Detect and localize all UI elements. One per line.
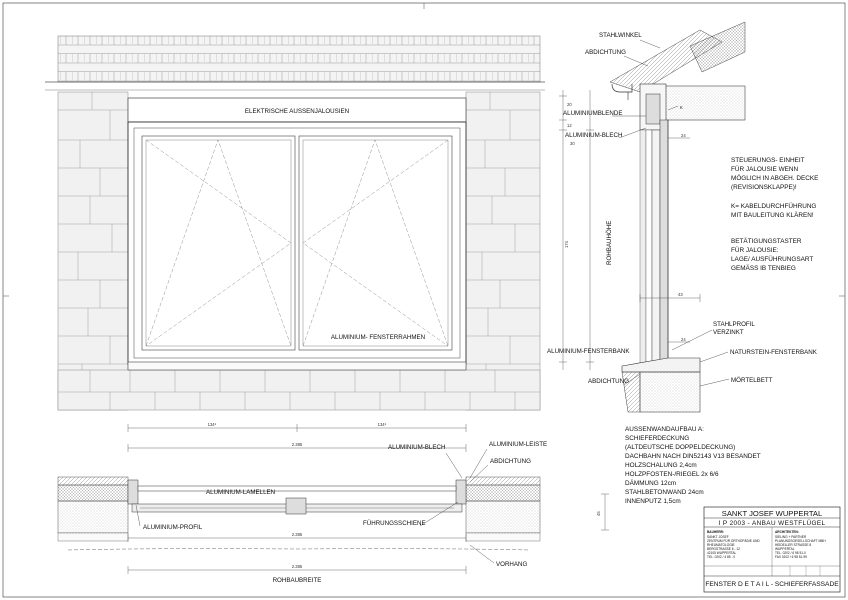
label-abdichtung-plan: ABDICHTUNG <box>490 458 531 465</box>
label-aluminium-blech-plan: ALUMINIUM-BLECH <box>388 444 445 451</box>
svg-text:MIT BAULEITUNG KLÄREN!: MIT BAULEITUNG KLÄREN! <box>731 211 814 219</box>
svg-text:LAGE/ AUSFÜHRUNGSART: LAGE/ AUSFÜHRUNGSART <box>731 255 813 263</box>
svg-text:42105 WUPPERTAL: 42105 WUPPERTAL <box>707 551 737 555</box>
svg-text:ZENTRUM FÜR ORTHOPÄDIE UND: ZENTRUM FÜR ORTHOPÄDIE UND <box>707 539 760 543</box>
dim-sec-12: 12 <box>567 123 572 128</box>
note-aussenwandaufbau: AUSSENWANDAUFBAU A: SCHIEFERDECKUNG (ALT… <box>625 426 761 505</box>
svg-text:INNENPUTZ 1,5cm: INNENPUTZ 1,5cm <box>625 498 681 505</box>
label-moertelbett: MÖRTELBETT <box>731 377 773 384</box>
dim-sec-174: 174 <box>564 240 569 248</box>
label-verzinkt: VERZINKT <box>713 329 744 336</box>
note-kabel: K= KABELDURCHFÜHRUNG MIT BAULEITUNG KLÄR… <box>731 202 816 219</box>
dim-sec-24b: 24 <box>681 337 686 342</box>
dim-sec-45: 45 <box>596 511 601 516</box>
dim-sec-24: 24 <box>681 133 686 138</box>
svg-text:FÜR JALOUSIE:: FÜR JALOUSIE: <box>731 246 779 254</box>
plan-dimensions <box>127 534 467 574</box>
dim-elev-total: 2.385 <box>292 442 303 447</box>
project-title: SANKT JOSEF WUPPERTAL <box>722 509 822 518</box>
svg-text:WUPPERTAL: WUPPERTAL <box>775 547 795 551</box>
vertical-section-view: STAHLWINKEL ABDICHTUNG ALUMINIUMBLENDE A… <box>547 21 818 413</box>
svg-text:FÜR JALOUSIE WENN: FÜR JALOUSIE WENN <box>731 165 798 173</box>
dim-plan-total: 2.385 <box>292 532 303 537</box>
label-aluminium-leiste: ALUMINIUM-LEISTE <box>489 441 547 448</box>
drawing-title: FENSTER D E T A I L - SCHIEFERFASSADE <box>705 581 839 588</box>
label-aluminium-blech-section: ALUMINIUM-BLECH <box>565 132 622 139</box>
label-stahlprofil: STAHLPROFIL <box>713 321 755 328</box>
note-taster: BETÄTIGUNGSTASTER FÜR JALOUSIE: LAGE/ AU… <box>731 237 813 272</box>
label-aluminium-profil: ALUMINIUM-PROFIL <box>143 524 203 531</box>
note-steuerung: STEUERUNGS- EINHEIT FÜR JALOUSIE WENN MÖ… <box>731 157 818 191</box>
label-abdichtung-top: ABDICHTUNG <box>585 49 626 56</box>
svg-text:DÄMMUNG 12cm: DÄMMUNG 12cm <box>625 479 676 487</box>
svg-text:SANKT JOSEF: SANKT JOSEF <box>707 535 729 539</box>
label-elektrische-aussenjalousien: ELEKTRISCHE AUSSENJALOUSIEN <box>245 108 349 115</box>
svg-text:STEUERUNGS- EINHEIT: STEUERUNGS- EINHEIT <box>731 157 805 164</box>
label-aluminium-lamellen: ALUMINIUM-LAMELLEN <box>206 489 275 496</box>
dim-sec-43: 43 <box>678 292 683 297</box>
svg-text:K= KABELDURCHFÜHRUNG: K= KABELDURCHFÜHRUNG <box>731 202 816 210</box>
label-vorhang: VORHANG <box>496 561 527 568</box>
svg-text:STAHLBETONWAND 24cm: STAHLBETONWAND 24cm <box>625 489 704 496</box>
label-k-mark: K <box>680 105 683 110</box>
svg-text:HEIDELLER STRASSE 8: HEIDELLER STRASSE 8 <box>775 543 811 547</box>
project-subtitle: I P 2003 - ANBAU WESTFLÜGEL <box>719 519 826 527</box>
svg-text:BETÄTIGUNGSTASTER: BETÄTIGUNGSTASTER <box>731 237 802 245</box>
elevation-view: ELEKTRISCHE AUSSENJALOUSIEN ALUMINIUM- F… <box>45 35 545 411</box>
title-block: SANKT JOSEF WUPPERTAL I P 2003 - ANBAU W… <box>703 506 841 593</box>
plan-section-view: ALUMINIUM-LAMELLEN ALUMINIUM-PROFIL ALUM… <box>57 441 547 584</box>
label-aluminium-fensterbank: ALUMINIUM-FENSTERBANK <box>547 348 630 355</box>
label-fuehrungsschiene: FÜHRUNGSSCHIENE <box>363 520 426 527</box>
label-rohbaubreite: ROHBAUBREITE <box>273 577 322 584</box>
dim-sec-30: 30 <box>570 141 575 146</box>
section-dimensions <box>559 90 701 531</box>
svg-text:DACHBAHN NACH DIN52143 V13 BES: DACHBAHN NACH DIN52143 V13 BESANDET <box>625 453 761 460</box>
label-aluminium-fensterrahmen: ALUMINIUM- FENSTERRAHMEN <box>331 334 425 341</box>
svg-text:FAX 0202 / 6 98 51-99: FAX 0202 / 6 98 51-99 <box>775 555 807 559</box>
label-abdichtung-bottom: ABDICHTUNG <box>588 378 629 385</box>
svg-text:TEL. 0202 / 4 85 - 0: TEL. 0202 / 4 85 - 0 <box>707 555 735 559</box>
bauherr-heading: BAUHERR: <box>707 530 724 534</box>
dim-elev-right: 134⁵ <box>378 422 387 427</box>
svg-text:BERGSTRASSE 6 - 12: BERGSTRASSE 6 - 12 <box>707 547 740 551</box>
svg-text:(ALTDEUTSCHE DOPPELDECKUNG): (ALTDEUTSCHE DOPPELDECKUNG) <box>625 444 735 451</box>
label-naturstein-fensterbank: NATURSTEIN-FENSTERBANK <box>730 349 818 356</box>
svg-text:HOLZSCHALUNG 2,4cm: HOLZSCHALUNG 2,4cm <box>625 462 697 469</box>
architekten-heading: ARCHITEKTEN: <box>775 530 799 534</box>
svg-text:MÖGLICH IN ABGEH. DECKE: MÖGLICH IN ABGEH. DECKE <box>731 174 818 182</box>
svg-text:GEMÄSS IB TENBIEG: GEMÄSS IB TENBIEG <box>731 264 796 272</box>
svg-text:HOLZPFOSTEN-/RIEGEL 2x 6/6: HOLZPFOSTEN-/RIEGEL 2x 6/6 <box>625 471 719 478</box>
elevation-dimensions <box>127 424 467 452</box>
dim-sec-20: 20 <box>567 102 572 107</box>
label-stahlwinkel: STAHLWINKEL <box>599 32 642 39</box>
svg-text:TEL. 0202 / 6 98 51-0: TEL. 0202 / 6 98 51-0 <box>775 551 806 555</box>
label-rohbauhoehe: ROHBAUHÖHE <box>606 221 613 265</box>
svg-text:AUSSENWANDAUFBAU A:: AUSSENWANDAUFBAU A: <box>625 426 704 433</box>
svg-text:(REVISIONSKLAPPE)!: (REVISIONSKLAPPE)! <box>731 184 797 191</box>
svg-text:SIELING + PARTNER: SIELING + PARTNER <box>775 535 807 539</box>
svg-text:RHEUMATOLOGIE: RHEUMATOLOGIE <box>707 543 735 547</box>
dim-rohbau-total: 2.385 <box>292 564 303 569</box>
svg-text:SCHIEFERDECKUNG: SCHIEFERDECKUNG <box>625 435 689 442</box>
dim-elev-left: 134⁵ <box>208 422 217 427</box>
svg-text:PLANUNGSGESELLSCHAFT MBH: PLANUNGSGESELLSCHAFT MBH <box>775 539 826 543</box>
label-aluminiumblende: ALUMINIUMBLENDE <box>563 110 622 117</box>
